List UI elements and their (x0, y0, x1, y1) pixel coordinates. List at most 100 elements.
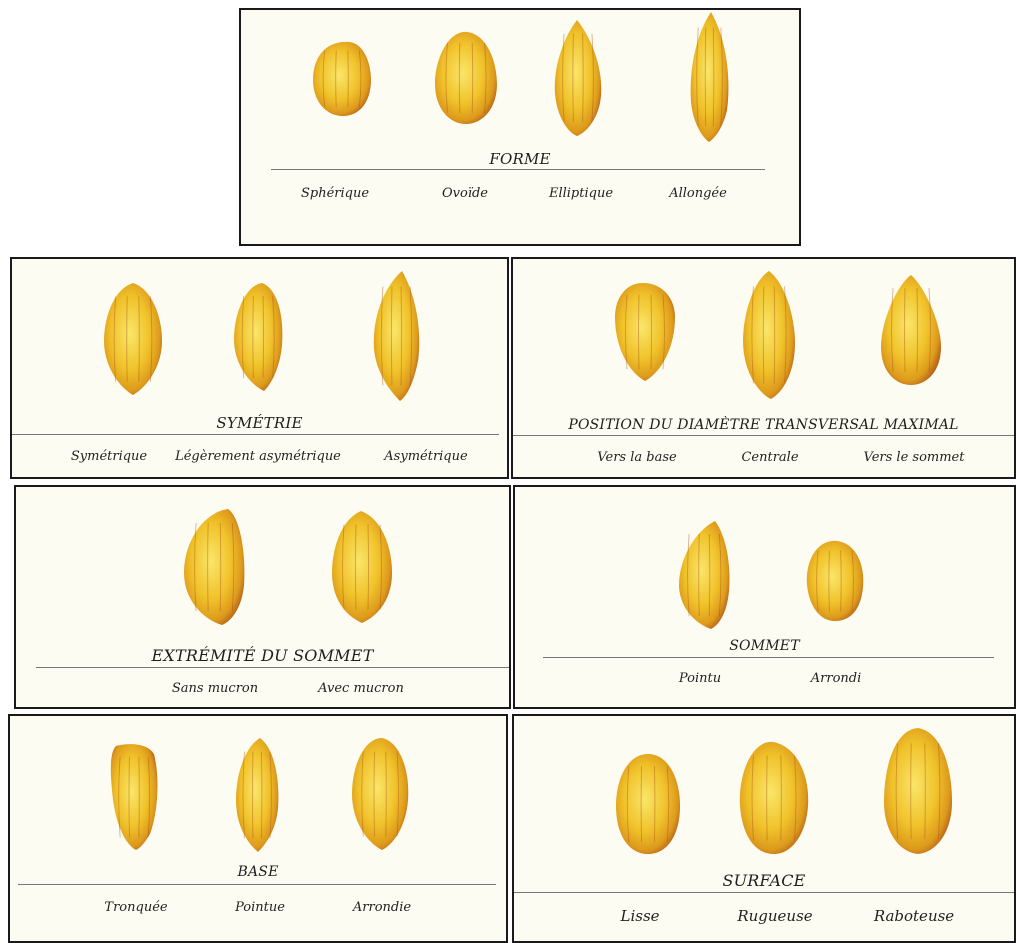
seed-arrondie (352, 738, 408, 850)
label-avec-mucron: Avec mucron (318, 681, 404, 696)
seed-stripe (917, 288, 918, 372)
seed-stripe (348, 51, 349, 107)
seed-stripe (925, 743, 926, 839)
seed-stripe (139, 296, 140, 381)
seed-stripe (220, 523, 221, 611)
seed-lisse (616, 754, 680, 854)
seed-stripe (139, 757, 140, 838)
seed-stripe (401, 287, 402, 386)
seed-stripe (459, 43, 460, 113)
seed-stripe (129, 757, 130, 838)
seed-stripe (829, 550, 830, 611)
label-tronquee: Tronquée (104, 900, 167, 915)
sommet-seeds (515, 487, 1016, 709)
seed-rugueuse (740, 742, 808, 854)
panel-title: SOMMET (515, 638, 1014, 654)
seed-symetrique (104, 283, 162, 395)
panel-title: EXTRÉMITÉ DU SOMMET (16, 646, 509, 665)
seed-stripe (356, 524, 357, 609)
seed-pointue (236, 738, 278, 852)
extremite-seeds (16, 487, 511, 709)
seed-stripe (208, 523, 209, 611)
seed-stripe (374, 751, 375, 836)
panel-rule (12, 434, 499, 435)
panel-extremite: EXTRÉMITÉ DU SOMMET Sans mucron Avec muc… (14, 485, 511, 709)
label-pointu: Pointu (679, 671, 721, 686)
panel-title: FORME (241, 150, 799, 168)
panel-rule (514, 892, 1014, 893)
seed-spherique (313, 42, 371, 116)
seed-stripe (472, 43, 473, 113)
seed-stripe (573, 34, 574, 122)
label-ovoide: Ovoïde (442, 186, 488, 201)
position-seeds (513, 259, 1016, 479)
seed-stripe (253, 296, 254, 378)
label-rugueuse: Rugueuse (737, 907, 812, 925)
seed-stripe (641, 766, 642, 842)
label-allongee: Allongée (669, 186, 727, 201)
seed-stripe (713, 28, 714, 127)
seed-legerement-asymetrique (234, 283, 282, 391)
seed-arrondi (807, 541, 863, 621)
seed-stripe (368, 524, 369, 609)
panel-title: SURFACE (514, 871, 1014, 890)
seed-asymetrique (374, 271, 419, 401)
panel-base: BASE Tronquée Pointue Arrondie (8, 714, 508, 943)
label-vers-la-base: Vers la base (597, 450, 676, 465)
label-sans-mucron: Sans mucron (172, 681, 258, 696)
label-centrale: Centrale (741, 450, 798, 465)
seed-stripe (336, 51, 337, 107)
panel-rule (36, 667, 509, 668)
seed-stripe (639, 295, 640, 369)
label-raboteuse: Raboteuse (874, 907, 954, 925)
seed-stripe (391, 287, 392, 386)
seed-vers-le-sommet (881, 275, 941, 385)
label-pointue: Pointue (235, 900, 285, 915)
label-legerement-asymetrique: Légèrement asymétrique (175, 449, 341, 464)
seed-stripe (705, 28, 706, 127)
seed-tronquee (111, 744, 158, 850)
label-symetrique: Symétrique (71, 449, 147, 464)
seed-vers-la-base (615, 283, 675, 381)
panel-symetrie: SYMÉTRIE Symétrique Légèrement asymétriq… (10, 257, 509, 479)
label-elliptique: Elliptique (549, 186, 613, 201)
seed-stripe (905, 288, 906, 372)
label-vers-le-sommet: Vers le sommet (864, 450, 965, 465)
seed-raboteuse (884, 728, 952, 854)
panel-title: BASE (10, 864, 506, 880)
seed-stripe (763, 286, 764, 383)
forme-seeds (241, 10, 801, 246)
panel-rule (513, 435, 1014, 436)
seed-stripe (583, 34, 584, 122)
seed-stripe (651, 295, 652, 369)
seed-stripe (252, 752, 253, 839)
panel-rule (271, 169, 765, 170)
seed-stripe (841, 550, 842, 611)
seed-stripe (709, 534, 710, 616)
panel-title: POSITION DU DIAMÈTRE TRANSVERSAL MAXIMAL (513, 417, 1014, 433)
seed-centrale (743, 271, 795, 399)
seed-ovoide (435, 32, 497, 124)
label-asymetrique: Asymétrique (384, 449, 467, 464)
seed-stripe (911, 743, 912, 839)
seed-stripe (127, 296, 128, 381)
label-lisse: Lisse (620, 907, 659, 925)
seed-stripe (767, 755, 768, 840)
panel-surface: SURFACE Lisse Rugueuse Raboteuse (512, 714, 1016, 943)
panel-rule (18, 884, 496, 885)
seed-avec-mucron (332, 511, 392, 623)
seed-sans-mucron (184, 509, 244, 625)
seed-stripe (699, 534, 700, 616)
label-spherique: Sphérique (301, 186, 369, 201)
seed-stripe (781, 755, 782, 840)
seed-stripe (654, 766, 655, 842)
seed-pointu (679, 521, 729, 629)
symetrie-seeds (12, 259, 509, 479)
seed-stripe (261, 752, 262, 839)
seed-stripe (386, 751, 387, 836)
seed-stripe (774, 286, 775, 383)
panel-sommet: SOMMET Pointu Arrondi (513, 485, 1016, 709)
seed-elliptique (555, 20, 602, 136)
panel-rule (543, 657, 994, 658)
panel-title: SYMÉTRIE (12, 414, 507, 432)
